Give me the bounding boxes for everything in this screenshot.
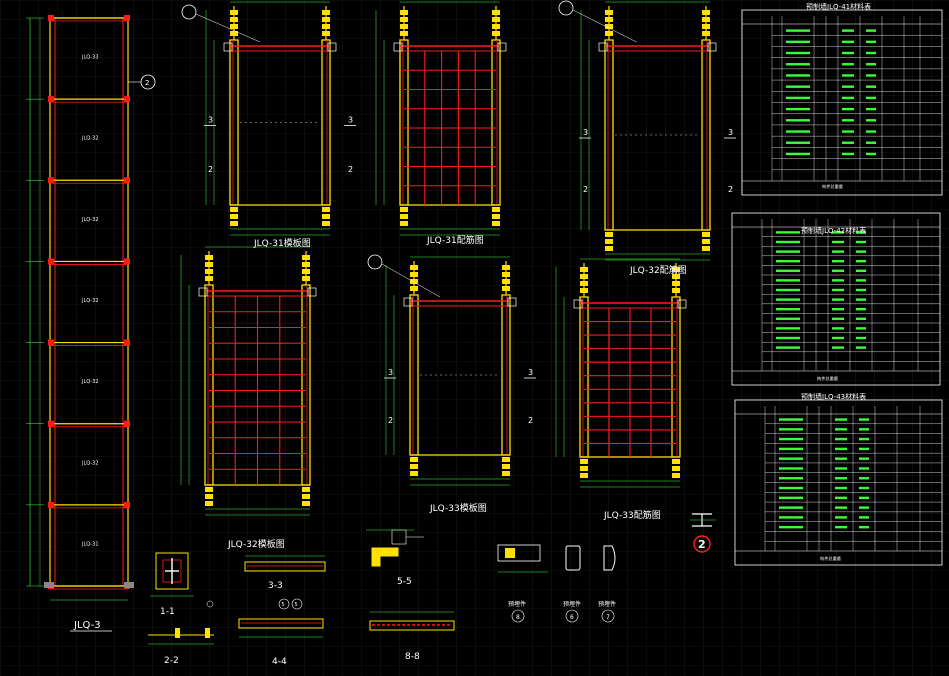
- svg-text:3: 3: [583, 128, 588, 137]
- detail-number-7: 7: [606, 614, 610, 621]
- section-1-1: [150, 552, 214, 608]
- svg-text:5: 5: [295, 602, 298, 608]
- detail-label-8: 预埋件: [508, 600, 526, 608]
- elevation-bay-label: JLQ-32: [81, 379, 99, 385]
- view-label-jlq33-template: JLQ-33模板图: [429, 502, 487, 514]
- elevation-label: JLQ-3: [73, 620, 101, 631]
- table-footer-jlq42: 构件总重量: [817, 375, 838, 382]
- material-table-jlq43: [734, 399, 943, 566]
- table-title-jlq42: 预制墙JLQ-42材料表: [801, 226, 866, 235]
- section-3-3: [244, 555, 326, 572]
- svg-text:2: 2: [208, 165, 213, 174]
- panel-jlq31-rebar: [375, 1, 507, 236]
- panel-jlq31-template: 3 3 2 2: [181, 1, 356, 236]
- svg-text:2: 2: [388, 416, 393, 425]
- marker-2[interactable]: 2: [690, 513, 716, 553]
- view-label-jlq32-rebar: JLQ-32配筋图: [629, 264, 687, 276]
- elevation-bay-label: JLQ-32: [81, 136, 99, 142]
- view-label-jlq31-template: JLQ-31模板图: [253, 237, 311, 249]
- material-tables: [731, 9, 943, 566]
- elevation-bay-label: JLQ-33: [81, 55, 99, 61]
- material-table-jlq41: [741, 9, 943, 196]
- view-label-jlq31-rebar: JLQ-31配筋图: [426, 234, 484, 246]
- panel-jlq32-template: [180, 246, 317, 516]
- svg-text:3: 3: [208, 116, 213, 125]
- elevation-bay-label: JLQ-32: [81, 298, 99, 304]
- svg-text:5: 5: [282, 602, 285, 608]
- svg-text:2: 2: [583, 185, 588, 194]
- panel-jlq33-template: 3 3 2 2: [367, 254, 536, 486]
- section-8-8: [369, 611, 455, 631]
- svg-text:3: 3: [388, 368, 393, 377]
- marker-2-number: 2: [698, 538, 706, 551]
- table-title-jlq41: 预制墙JLQ-41材料表: [806, 2, 871, 11]
- section-label-3-3: 3-3: [268, 581, 283, 591]
- detail-label-7: 预埋件: [598, 600, 616, 608]
- elevation-bay-label: JLQ-32: [81, 460, 99, 466]
- elevation-bay-label: JLQ-31: [81, 541, 99, 547]
- detail-label-6: 预埋件: [563, 600, 581, 608]
- elevation-callout-number: 2: [145, 79, 149, 87]
- svg-text:3: 3: [728, 128, 733, 137]
- table-footer-jlq43: 构件总重量: [820, 555, 841, 562]
- detail-embedded-7: [601, 545, 616, 623]
- detail-number-6: 6: [570, 614, 574, 621]
- svg-text:2: 2: [728, 185, 733, 194]
- section-2-2: [148, 628, 214, 645]
- elevation-jlq3: JLQ-33JLQ-32JLQ-32JLQ-32JLQ-32JLQ-32JLQ-…: [26, 15, 156, 601]
- svg-text:3: 3: [348, 116, 353, 125]
- svg-text:2: 2: [348, 165, 353, 174]
- section-label-8-8: 8-8: [405, 652, 420, 662]
- svg-text:2: 2: [528, 416, 533, 425]
- panel-views: 3 3 2 2 3 3 2 2 3 3 2 2: [180, 0, 736, 516]
- elevation-floor-lines: JLQ-33JLQ-32JLQ-32JLQ-32JLQ-32JLQ-32JLQ-…: [26, 15, 130, 590]
- view-label-jlq33-rebar: JLQ-33配筋图: [603, 509, 661, 521]
- section-label-5-5: 5-5: [397, 577, 412, 587]
- elevation-bay-label: JLQ-32: [81, 217, 99, 223]
- table-footer-jlq41: 构件总重量: [822, 183, 843, 190]
- panel-jlq32-template-top: 3 3 2 2: [558, 0, 736, 261]
- section-5-5: [366, 529, 424, 567]
- section-label-4-4: 4-4: [272, 657, 287, 667]
- panel-jlq33-rebar: [555, 258, 687, 488]
- svg-text:3: 3: [528, 368, 533, 377]
- view-label-jlq32-template: JLQ-32模板图: [227, 538, 285, 550]
- section-label-2-2: 2-2: [164, 656, 179, 666]
- section-4-4: 5 5: [238, 598, 324, 638]
- detail-number-8: 8: [516, 614, 520, 621]
- material-table-jlq42: [731, 212, 941, 386]
- detail-embedded-6: [565, 545, 581, 623]
- detail-embedded-8: [497, 544, 548, 623]
- section-label-1-1: 1-1: [160, 607, 175, 617]
- table-title-jlq43: 预制墙JLQ-43材料表: [801, 392, 866, 401]
